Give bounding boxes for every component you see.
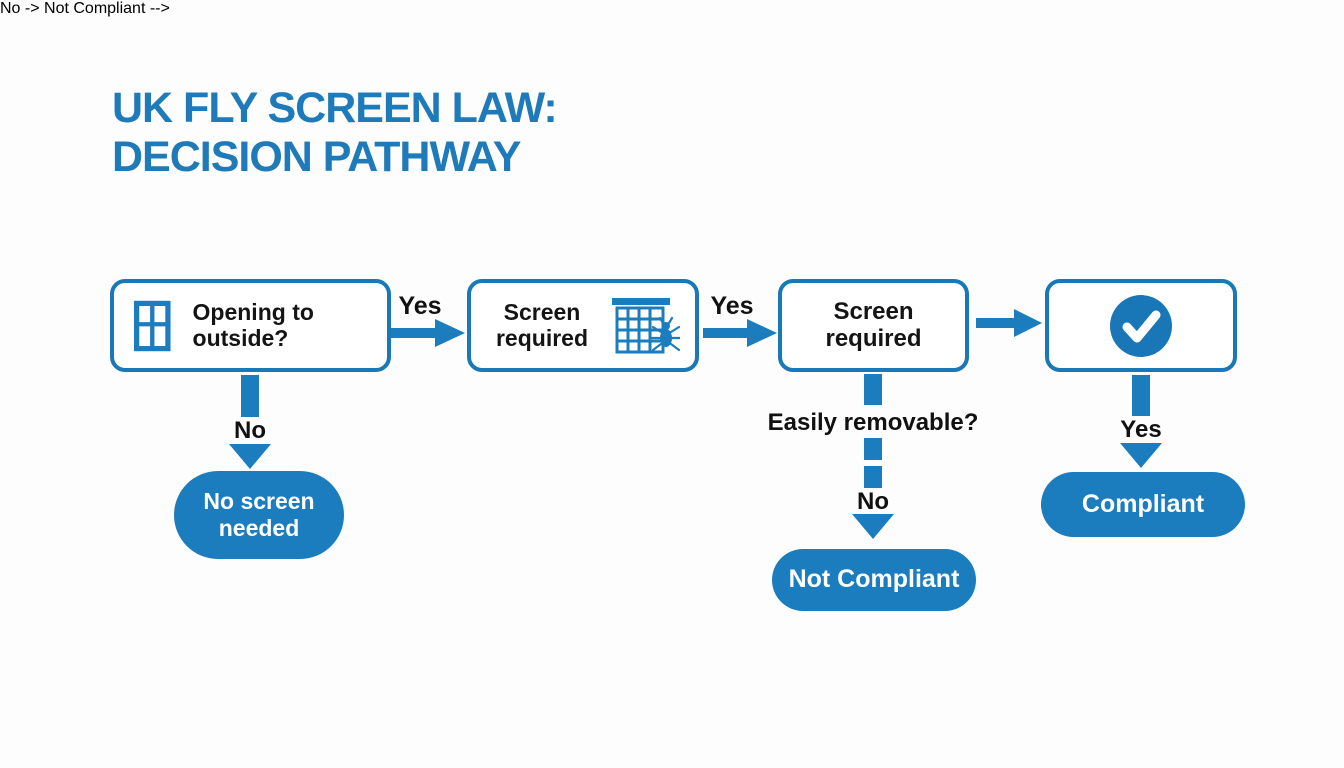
window-icon xyxy=(134,300,171,351)
result-label: Compliant xyxy=(1081,489,1205,518)
down-arrowhead-icon xyxy=(1120,443,1162,468)
node-label: Screen required xyxy=(825,297,922,352)
branch-a-stem xyxy=(241,375,259,417)
result-compliant: Compliant xyxy=(1041,472,1245,537)
node-compliant-check xyxy=(1045,279,1237,372)
checkmark-icon xyxy=(1110,294,1172,357)
branch-b-dash xyxy=(864,466,882,488)
arrow-yes-2: Yes xyxy=(703,294,777,350)
page-title: UK FLY SCREEN LAW: DECISION PATHWAY xyxy=(112,84,558,182)
right-arrow-icon xyxy=(391,319,465,347)
page-title-line1: UK FLY SCREEN LAW: xyxy=(112,84,558,132)
result-label: Not Compliant xyxy=(788,565,960,594)
down-arrowhead-icon xyxy=(229,444,271,469)
down-arrowhead-icon xyxy=(852,514,894,539)
branch-c-stem xyxy=(1132,375,1150,416)
branch-b-label: No xyxy=(857,488,889,515)
result-label: No screen needed xyxy=(203,487,315,541)
arrow-to-check xyxy=(976,306,1042,345)
arrow-label: Yes xyxy=(398,292,442,320)
branch-b-question: Easily removable? xyxy=(767,409,979,436)
page-title-line2: DECISION PATHWAY xyxy=(112,133,521,182)
node-label: Opening to outside? xyxy=(192,298,314,351)
right-arrow-icon xyxy=(703,319,777,347)
arrow-label: Yes xyxy=(710,292,754,320)
node-screen-required-1: Screen required xyxy=(467,279,699,372)
node-opening-to-outside: Opening to outside? xyxy=(110,279,391,372)
branch-b-stem xyxy=(864,374,882,405)
node-label: Screen required xyxy=(495,298,589,351)
right-arrow-icon xyxy=(976,309,1042,337)
arrow-yes-1: Yes xyxy=(391,294,465,350)
fly-glyph xyxy=(650,316,680,351)
node-screen-required-2: Screen required xyxy=(778,279,969,372)
fly-screen-icon xyxy=(612,297,680,353)
branch-b-dash xyxy=(864,438,882,460)
result-no-screen-needed: No screen needed xyxy=(174,471,344,559)
result-not-compliant: Not Compliant xyxy=(772,549,976,611)
branch-c-label: Yes xyxy=(1120,416,1162,443)
branch-a-label: No xyxy=(234,417,266,444)
